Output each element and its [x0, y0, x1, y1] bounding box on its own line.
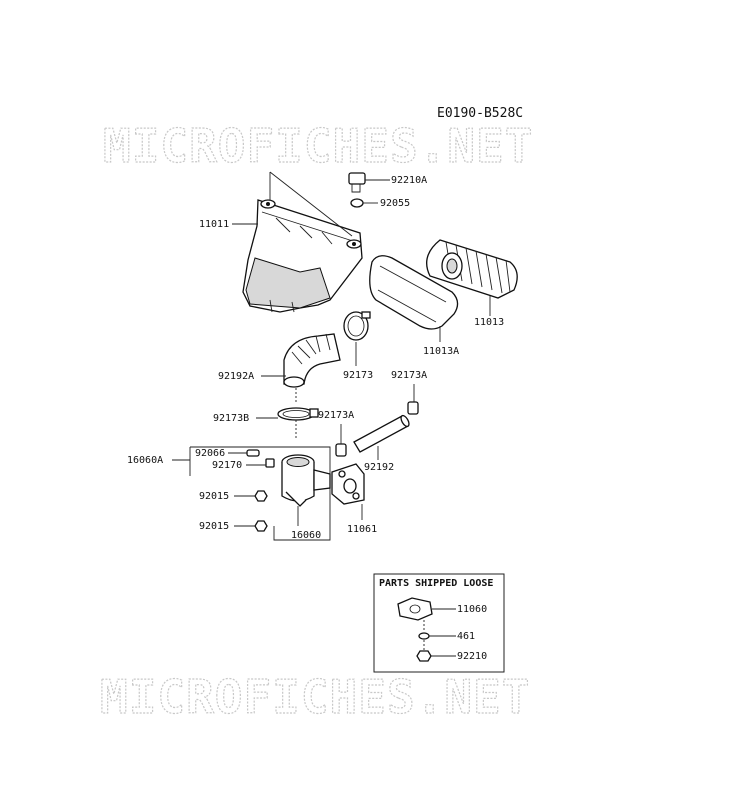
callout-92066: 92066 — [195, 448, 225, 459]
loose-box-title: PARTS SHIPPED LOOSE — [379, 578, 493, 589]
gasket-11061 — [331, 463, 365, 505]
callout-92173B: 92173B — [213, 413, 249, 424]
callout-16060A: 16060A — [127, 455, 163, 466]
callout-92170: 92170 — [212, 460, 242, 471]
clamp-92173 — [343, 311, 371, 341]
parts-shipped-loose-box: PARTS SHIPPED LOOSE 11060 461 92210 — [373, 573, 505, 673]
o-ring-92055 — [350, 198, 364, 208]
filter-element-11013 — [426, 239, 518, 299]
nut-92015-a — [254, 490, 268, 502]
callout-92173A-mid: 92173A — [318, 410, 354, 421]
callout-92173: 92173 — [343, 370, 373, 381]
watermark-bottom: MICROFICHES.NET — [100, 670, 530, 724]
callout-11061: 11061 — [347, 524, 377, 535]
callout-16060: 16060 — [291, 530, 321, 541]
callout-92015-b: 92015 — [199, 521, 229, 532]
callout-92055: 92055 — [380, 198, 410, 209]
diagram-code: E0190-B528C — [437, 106, 523, 121]
clamp-92173A-upper — [407, 401, 419, 415]
washer-461 — [418, 632, 430, 640]
pre-cleaner-11013A — [369, 255, 459, 330]
callout-92015-a: 92015 — [199, 491, 229, 502]
callout-92192A: 92192A — [218, 371, 254, 382]
loose-item-2: 461 — [457, 631, 475, 642]
nut-92015-b — [254, 520, 268, 532]
elbow-hose-92192A — [283, 333, 341, 388]
clamp-92173A-lower — [335, 443, 347, 457]
bolt-92210A — [348, 172, 366, 193]
air-cleaner-case — [242, 199, 363, 313]
callout-11011: 11011 — [199, 219, 229, 230]
callout-11013A: 11013A — [423, 346, 459, 357]
collar-92170 — [265, 458, 275, 468]
loose-item-1: 11060 — [457, 604, 487, 615]
nut-92210 — [416, 650, 432, 662]
loose-item-3: 92210 — [457, 651, 487, 662]
callout-92192: 92192 — [364, 462, 394, 473]
clamp-92173B — [277, 407, 319, 421]
watermark-top: MICROFICHES.NET — [103, 119, 533, 173]
callout-92173A-top: 92173A — [391, 370, 427, 381]
hose-92192 — [353, 414, 410, 453]
pipe-92066 — [246, 449, 260, 457]
intake-body-16060 — [281, 454, 331, 507]
callout-11013: 11013 — [474, 317, 504, 328]
callout-92210A: 92210A — [391, 175, 427, 186]
